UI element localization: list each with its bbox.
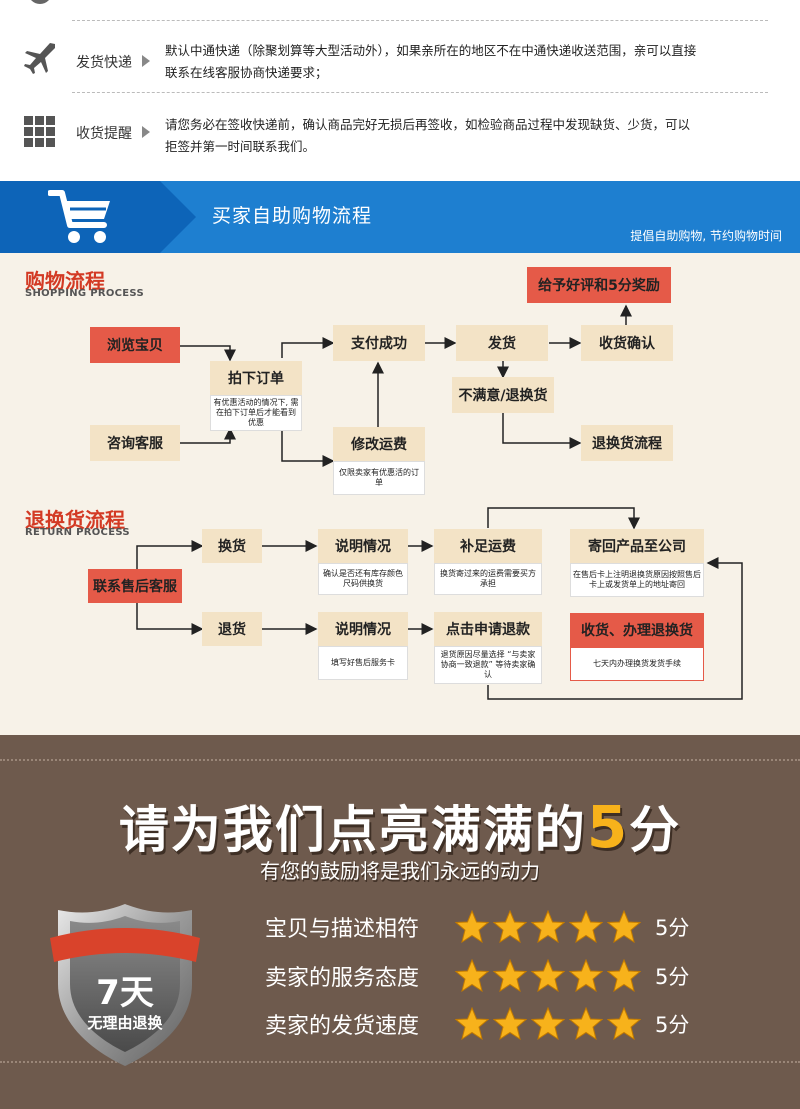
step-refund: 退货: [202, 612, 262, 646]
star-icon: [455, 1007, 489, 1041]
return-section-subtitle: RETURN PROCESS: [25, 527, 130, 538]
step-ship: 发货: [456, 325, 548, 361]
process-banner: 买家自助购物流程 提倡自助购物, 节约购物时间: [0, 181, 800, 253]
banner-title: 买家自助购物流程: [212, 205, 373, 227]
step-receive-note: 七天内办理换货发货手续: [570, 647, 704, 681]
rating-title-number: 5: [586, 793, 630, 861]
rating-score: 5分: [655, 916, 690, 940]
step-explain-refund: 说明情况: [318, 612, 408, 646]
info-text-shipping: 默认中通快递（除聚划算等大型活动外），如果亲所在的地区不在中通快递收送范围，亲可…: [165, 40, 775, 84]
shopping-cart-icon: [48, 190, 110, 243]
shopping-section-subtitle: SHOPPING PROCESS: [25, 288, 144, 299]
step-modify-freight: 修改运费: [333, 427, 425, 461]
rating-row-shipping: 卖家的发货速度 5分: [265, 1004, 689, 1044]
rating-title: 请为我们点亮满满的5分: [0, 790, 800, 862]
info-text-line: 默认中通快递（除聚划算等大型活动外），如果亲所在的地区不在中通快递收送范围，亲可…: [165, 43, 697, 58]
step-exchange: 换货: [202, 529, 262, 563]
star-icon: [607, 1007, 641, 1041]
info-label-shipping: 发货快递: [76, 55, 132, 71]
step-explain-exchange-note: 确认是否还有库存颜色尺码供换货: [318, 563, 408, 595]
step-send-back: 寄回产品至公司: [570, 529, 704, 563]
badge-label: 无理由退换: [86, 1014, 163, 1032]
divider: [72, 20, 768, 21]
badge-days: 7天: [96, 973, 154, 1013]
divider: [0, 759, 800, 761]
step-apply-refund: 点击申请退款: [434, 612, 542, 646]
step-modify-note: 仅限卖家有优惠活的订单: [333, 461, 425, 495]
step-consult: 咨询客服: [90, 425, 180, 461]
rating-section: 请为我们点亮满满的5分 有您的鼓励将是我们永远的动力 7天 无理由退换 宝贝与描…: [0, 735, 800, 1109]
banner-wedge: [160, 181, 196, 253]
step-pay-freight-note: 换货寄过来的运费需要买方承担: [434, 563, 542, 595]
step-send-back-note: 在售后卡上注明退换货原因按照售后卡上或发货单上的地址寄回: [570, 563, 704, 597]
info-text-line: 请您务必在签收快递前，确认商品完好无损后再签收，如检验商品过程中发现缺货、少货，…: [165, 117, 691, 132]
step-contact-service: 联系售后客服: [88, 569, 182, 603]
rating-row-description: 宝贝与描述相符 5分: [265, 907, 689, 947]
star-icon: [569, 910, 603, 944]
star-icon: [455, 959, 489, 993]
rating-row-service: 卖家的服务态度 5分: [265, 956, 689, 996]
info-row-shipping: 发货快递 默认中通快递（除聚划算等大型活动外），如果亲所在的地区不在中通快递收送…: [0, 20, 800, 100]
star-icon: [531, 1007, 565, 1041]
star-icon: [493, 910, 527, 944]
info-text-receipt: 请您务必在签收快递前，确认商品完好无损后再签收，如检验商品过程中发现缺货、少货，…: [165, 114, 775, 158]
star-icon: [455, 910, 489, 944]
step-review: 给予好评和5分奖励: [527, 267, 671, 303]
info-text-line: 拒签并第一时间联系我们。: [165, 139, 316, 154]
info-text-line: 联系在线客服协商快递要求；: [165, 65, 328, 80]
step-browse: 浏览宝贝: [90, 327, 180, 363]
star-icon: [531, 959, 565, 993]
step-pay: 支付成功: [333, 325, 425, 361]
shipping-info-section: 发货快递 默认中通快递（除聚划算等大型活动外），如果亲所在的地区不在中通快递收送…: [0, 0, 800, 178]
star-rating: [455, 910, 641, 944]
chevron-right-icon: [142, 55, 150, 67]
star-rating: [455, 959, 641, 993]
step-return-flow: 退换货流程: [581, 425, 673, 461]
step-confirm: 收货确认: [581, 325, 673, 361]
star-rating: [455, 1007, 641, 1041]
step-explain-refund-note: 填写好售后服务卡: [318, 646, 408, 680]
rating-score: 5分: [655, 1013, 690, 1037]
divider: [72, 92, 768, 93]
step-apply-refund-note: 退货原因尽量选择 “与卖家协商一致退款” 等待卖家确认: [434, 646, 542, 684]
return-section-title: 退换货流程: [25, 508, 125, 532]
divider: [0, 1061, 800, 1063]
process-section: 购物流程 SHOPPING PROCESS 浏览宝贝 咨询客服 拍下订单 有优惠…: [0, 253, 800, 735]
step-pay-freight: 补足运费: [434, 529, 542, 563]
rating-row-label: 卖家的发货速度: [265, 1014, 420, 1039]
step-explain-exchange: 说明情况: [318, 529, 408, 563]
seven-day-return-badge: 7天 无理由退换: [50, 904, 200, 1066]
rating-row-label: 宝贝与描述相符: [265, 917, 420, 942]
rating-row-label: 卖家的服务态度: [265, 966, 420, 991]
airplane-icon: [24, 43, 55, 74]
rating-subtitle: 有您的鼓励将是我们永远的动力: [260, 859, 540, 883]
info-icon: [31, 0, 49, 4]
banner-subtitle: 提倡自助购物, 节约购物时间: [630, 229, 782, 243]
star-icon: [569, 959, 603, 993]
info-label-receipt: 收货提醒: [76, 126, 132, 142]
step-unsatisfied: 不满意/退换货: [452, 377, 554, 413]
star-icon: [607, 959, 641, 993]
grid-icon: [24, 116, 55, 147]
star-icon: [607, 910, 641, 944]
star-icon: [493, 959, 527, 993]
step-receive-process: 收货、办理退换货: [570, 613, 704, 647]
rating-title-suffix: 分: [629, 801, 682, 859]
step-order-note: 有优惠活动的情况下, 需在拍下订单后才能看到优惠: [210, 395, 302, 431]
banner-icon-block: [0, 181, 160, 253]
chevron-right-icon: [142, 126, 150, 138]
step-order: 拍下订单: [210, 361, 302, 395]
rating-score: 5分: [655, 965, 690, 989]
flow-connectors: [136, 304, 743, 700]
star-icon: [493, 1007, 527, 1041]
shopping-section-title: 购物流程: [25, 269, 105, 293]
info-row-receipt: 收货提醒 请您务必在签收快递前，确认商品完好无损后再签收，如检验商品过程中发现缺…: [0, 92, 800, 172]
star-icon: [569, 1007, 603, 1041]
rating-title-text: 请为我们点亮满满的: [118, 801, 587, 859]
star-icon: [531, 910, 565, 944]
